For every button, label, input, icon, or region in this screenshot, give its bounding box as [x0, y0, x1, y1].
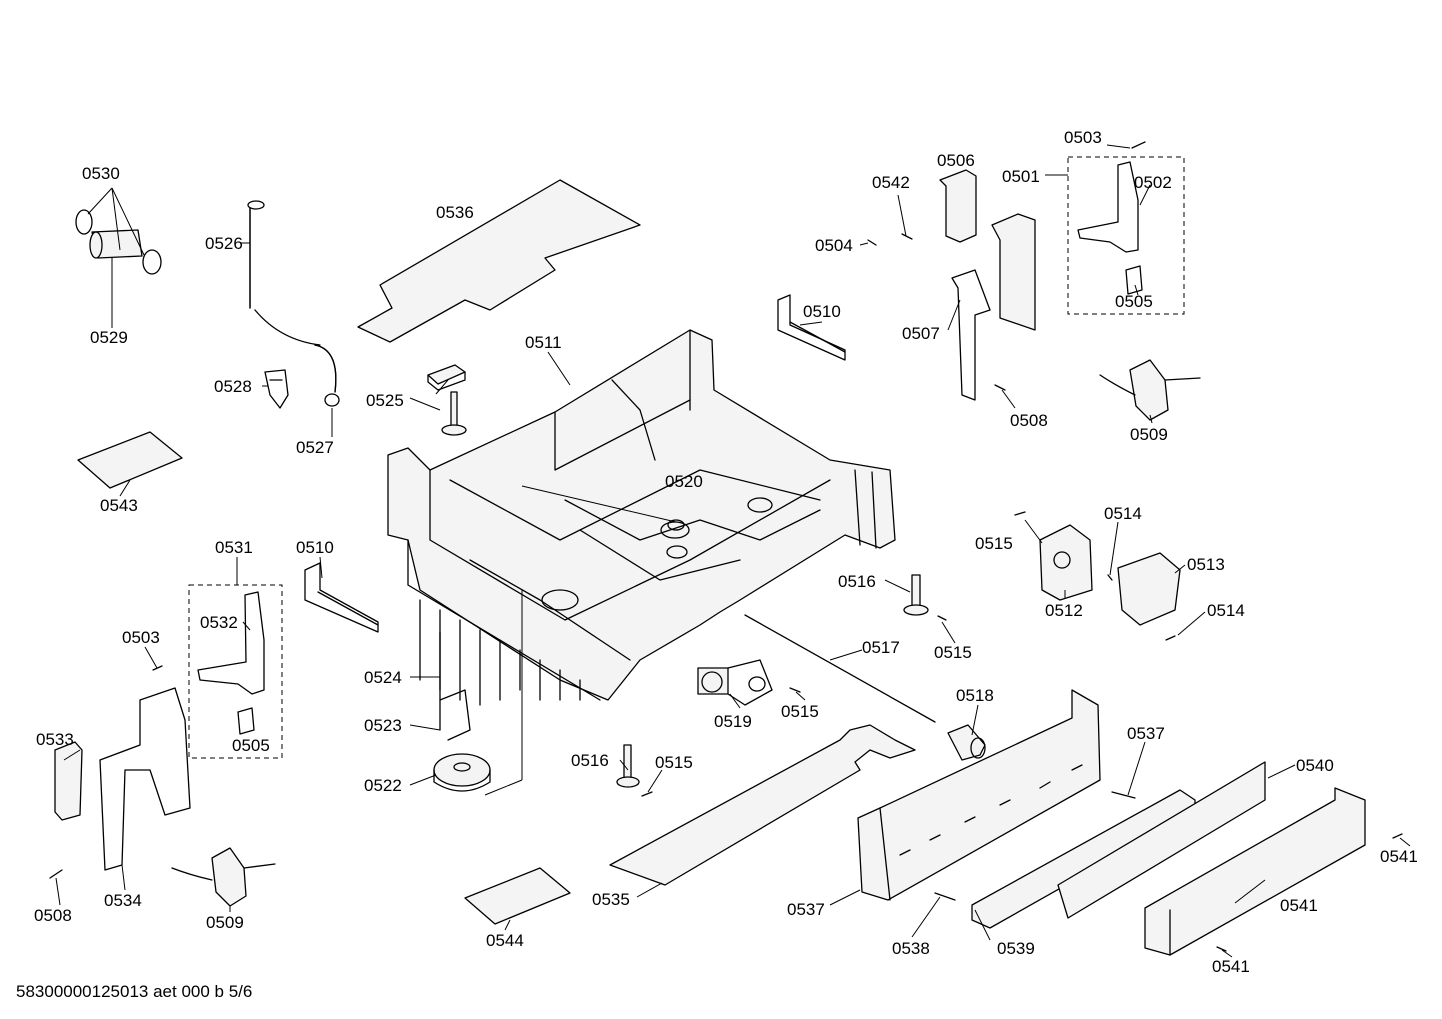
- label-0540: 0541: [1280, 896, 1318, 915]
- label-0514: 0514: [1104, 504, 1142, 523]
- label-0505: 0505: [1115, 292, 1153, 311]
- cover-cap-part: [1117, 552, 1181, 626]
- hinge-part: [1099, 359, 1201, 421]
- label-0521: 0522: [364, 776, 402, 795]
- label-0508: 0508: [34, 906, 72, 925]
- label-0523: 0524: [364, 668, 402, 687]
- label-0530: 0531: [215, 538, 253, 557]
- label-0516: 0516: [838, 572, 876, 591]
- label-0515: 0515: [934, 643, 972, 662]
- clip-part: [264, 369, 289, 409]
- label-0501: 0501: [1002, 167, 1040, 186]
- label-0512: 0512: [1045, 601, 1083, 620]
- label-0533: 0534: [104, 891, 142, 910]
- label-0510: 0510: [296, 538, 334, 557]
- base-plate-part: [609, 724, 916, 886]
- leader-lines: [55, 144, 1411, 958]
- sleeve-part: [75, 209, 162, 275]
- drawing-reference-code: 58300000125013 aet 000 b 5/6: [16, 982, 252, 1001]
- trim-strip-part: [1057, 761, 1266, 919]
- label-0526: 0527: [296, 438, 334, 457]
- side-cover-part: [54, 741, 83, 821]
- label-0537: 0538: [892, 939, 930, 958]
- foot-screw-part: [903, 574, 929, 616]
- label-0537: 0537: [1127, 724, 1165, 743]
- label-0519: 0519: [714, 712, 752, 731]
- spiral-hose-part: [247, 200, 340, 407]
- label-0503: 0503: [122, 628, 160, 647]
- label-0536: 0537: [787, 900, 825, 919]
- label-0518: 0518: [956, 686, 994, 705]
- label-0515: 0515: [781, 702, 819, 721]
- hinge-part: [171, 847, 276, 907]
- label-0544: 0544: [486, 931, 524, 950]
- hinge-bracket-part: [197, 591, 265, 735]
- label-0516: 0516: [571, 751, 609, 770]
- label-0527: 0528: [214, 377, 252, 396]
- label-0505: 0505: [232, 736, 270, 755]
- valve-part: [697, 659, 773, 706]
- block-and-screw-part: [427, 364, 467, 436]
- spring-part: [777, 294, 846, 361]
- label-0539: 0540: [1296, 756, 1334, 775]
- base-tub-part: [387, 329, 896, 706]
- group-box-0501: [1067, 156, 1185, 315]
- label-0503: 0503: [1064, 128, 1102, 147]
- side-bracket-part: [99, 687, 191, 871]
- label-0508: 0508: [1010, 411, 1048, 430]
- label-0535: 0536: [436, 203, 474, 222]
- label-0513: 0513: [1187, 555, 1225, 574]
- label-0502: 0502: [1134, 173, 1172, 192]
- label-0509: 0509: [1130, 425, 1168, 444]
- label-0504: 0504: [815, 236, 853, 255]
- small-screw-part: [49, 141, 1403, 952]
- label-0511: 0511: [525, 333, 562, 352]
- label-0529: 0530: [82, 164, 120, 183]
- rod-part: [744, 614, 936, 723]
- label-0543: 0543: [100, 496, 138, 515]
- label-0542: 0542: [872, 173, 910, 192]
- label-0528: 0529: [90, 328, 128, 347]
- label-0515: 0515: [975, 534, 1013, 553]
- label-0531: 0532: [200, 613, 238, 632]
- label-0514: 0514: [1207, 601, 1245, 620]
- label-0524: 0525: [366, 391, 404, 410]
- cap-part: [947, 724, 986, 761]
- housing-part: [1039, 524, 1093, 601]
- label-0507: 0507: [902, 324, 940, 343]
- label-0520: 0520: [665, 472, 703, 491]
- label-0510: 0510: [803, 302, 841, 321]
- group-box-0530: [188, 584, 283, 759]
- label-0534: 0535: [592, 890, 630, 909]
- spring-part: [304, 562, 379, 633]
- label-0525: 0526: [205, 234, 243, 253]
- cover-plate-part: [357, 179, 641, 343]
- kick-panel-part: [1144, 787, 1366, 956]
- sump-part: [667, 519, 685, 531]
- screw-bag-part: [77, 431, 183, 489]
- label-0506: 0506: [937, 151, 975, 170]
- mounting-bracket-part: [951, 213, 1036, 401]
- label-0515: 0515: [655, 753, 693, 772]
- label-0541: 0541: [1380, 847, 1418, 866]
- float-assembly-part: [433, 631, 491, 792]
- screw-bag-part: [464, 867, 571, 925]
- front-panel-part: [857, 689, 1101, 901]
- label-0532: 0533: [36, 730, 74, 749]
- label-0541: 0541: [1212, 957, 1250, 976]
- hinge-bracket-part: [1077, 161, 1143, 295]
- bracket-part: [939, 169, 977, 243]
- label-0538: 0539: [997, 939, 1035, 958]
- label-0522: 0523: [364, 716, 402, 735]
- foot-screw-part: [616, 744, 640, 788]
- part-labels: 0503 0501 0502 0506 0542 0504 0505 0507 …: [34, 128, 1418, 976]
- label-0509: 0509: [206, 913, 244, 932]
- label-0517: 0517: [862, 638, 900, 657]
